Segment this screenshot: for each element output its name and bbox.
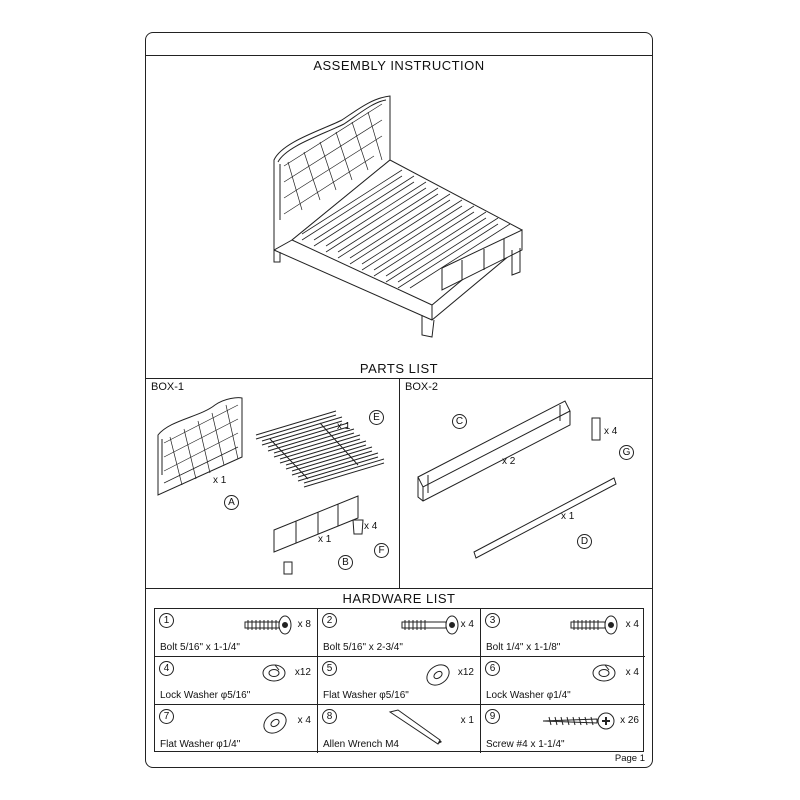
part-B-qty: x 1	[318, 534, 332, 545]
item-qty: x 4	[625, 667, 639, 678]
item-desc: Lock Washer φ1/4"	[486, 690, 571, 701]
page-title: ASSEMBLY INSTRUCTION	[313, 58, 485, 73]
part-C-callout: C	[452, 414, 467, 429]
long-bolt-icon	[401, 615, 459, 635]
item-number: 5	[322, 661, 337, 676]
part-G-callout: G	[619, 445, 634, 460]
part-A-qty: x 1	[213, 475, 227, 486]
screw-icon	[542, 712, 615, 730]
item-desc: Flat Washer φ1/4"	[160, 739, 241, 750]
hardware-item-6: 6 x 4 Lock Washer φ1/4"	[481, 657, 645, 705]
lock-washer-icon	[262, 664, 286, 682]
part-G-qty: x 4	[604, 426, 618, 437]
box2-label: BOX-2	[405, 381, 439, 393]
center-rail-part-D	[473, 477, 617, 559]
box-divider	[399, 378, 400, 588]
flat-washer-icon	[263, 712, 287, 734]
flat-washer-icon	[426, 664, 450, 686]
item-desc: Allen Wrench M4	[323, 739, 399, 750]
item-number: 6	[485, 661, 500, 676]
item-qty: x 1	[460, 715, 474, 726]
footboard-part-B	[273, 495, 359, 575]
part-E-qty: x 1	[337, 421, 351, 432]
item-number: 4	[159, 661, 174, 676]
item-desc: Screw #4 x 1-1/4"	[486, 739, 565, 750]
item-desc: Bolt 5/16" x 1-1/4"	[160, 642, 240, 653]
hardware-item-3: 3 x 4 Bolt 1/4" x 1-1/8"	[481, 609, 645, 657]
hardware-item-9: 9 x 26 Screw #4 x 1-1/4"	[481, 705, 645, 753]
slats-part-E	[255, 410, 385, 488]
item-qty: x12	[294, 667, 311, 678]
item-number: 7	[159, 709, 174, 724]
part-F-callout: F	[374, 543, 389, 558]
part-D-callout: D	[577, 534, 592, 549]
item-qty: x 4	[625, 619, 639, 630]
leg-part-F	[352, 519, 364, 535]
item-qty: x12	[457, 667, 474, 678]
page-frame	[145, 32, 653, 768]
item-number: 1	[159, 613, 174, 628]
part-C-qty: x 2	[502, 456, 516, 467]
parts-list-title: PARTS LIST	[359, 361, 439, 376]
item-qty: x 4	[460, 619, 474, 630]
bolt-icon	[570, 615, 618, 635]
hardware-list-title: HARDWARE LIST	[342, 591, 456, 606]
item-number: 2	[322, 613, 337, 628]
part-A-callout: A	[224, 495, 239, 510]
leg-part-G	[591, 417, 601, 441]
part-B-callout: B	[338, 555, 353, 570]
bolt-icon	[244, 615, 292, 635]
hardware-item-5: 5 x12 Flat Washer φ5/16"	[318, 657, 481, 705]
hardware-item-4: 4 x12 Lock Washer φ5/16"	[155, 657, 318, 705]
box1-label: BOX-1	[151, 381, 185, 393]
siderail-part-C	[417, 400, 571, 502]
hardware-item-1: 1 x 8 Bolt 5/16" x 1-1/4"	[155, 609, 318, 657]
item-qty: x 26	[620, 715, 639, 726]
item-number: 3	[485, 613, 500, 628]
allen-wrench-icon	[388, 709, 442, 745]
part-E-callout: E	[369, 410, 384, 425]
part-F-qty: x 4	[364, 521, 378, 532]
hardware-item-2: 2 x 4 Bolt 5/16" x 2-3/4"	[318, 609, 481, 657]
item-desc: Lock Washer φ5/16"	[160, 690, 251, 701]
hardware-grid: 1 x 8 Bolt 5/16" x 1-1/4" 2 x 4 Bolt 5/1…	[154, 608, 645, 753]
item-number: 9	[485, 709, 500, 724]
item-number: 8	[322, 709, 337, 724]
headboard-part-A	[157, 397, 243, 496]
hardware-item-8: 8 x 1 Allen Wrench M4	[318, 705, 481, 753]
hardware-item-7: 7 x 4 Flat Washer φ1/4"	[155, 705, 318, 753]
top-divider	[145, 55, 653, 56]
item-desc: Bolt 5/16" x 2-3/4"	[323, 642, 403, 653]
item-desc: Flat Washer φ5/16"	[323, 690, 409, 701]
lock-washer-icon	[592, 664, 616, 682]
item-desc: Bolt 1/4" x 1-1/8"	[486, 642, 561, 653]
item-qty: x 8	[297, 619, 311, 630]
item-qty: x 4	[297, 715, 311, 726]
page-number: Page 1	[614, 753, 645, 764]
part-D-qty: x 1	[561, 511, 575, 522]
bed-illustration	[273, 95, 523, 338]
hardware-divider	[145, 588, 653, 589]
